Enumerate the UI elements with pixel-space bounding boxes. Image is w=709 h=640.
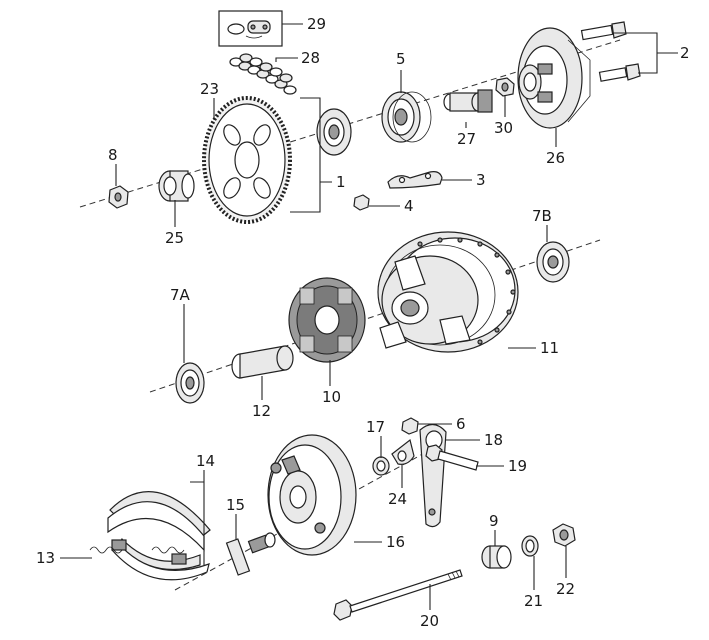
part-7A-bearing <box>175 362 205 404</box>
part-8-nut <box>108 185 129 209</box>
label-8: 8 <box>108 146 118 164</box>
label-5: 5 <box>396 50 406 68</box>
part-5-bearing <box>381 91 432 143</box>
part-4-nut <box>353 194 370 211</box>
label-18: 18 <box>484 431 503 449</box>
part-2-studs <box>580 21 641 82</box>
label-24: 24 <box>388 490 407 508</box>
label-10: 10 <box>322 388 341 406</box>
label-21: 21 <box>524 592 543 610</box>
part-11-wheel-hub <box>377 231 519 353</box>
part-25-spacer-collar <box>158 170 195 202</box>
label-28: 28 <box>301 49 320 67</box>
part-3-lock-plate <box>387 171 443 189</box>
part-19-bolt <box>425 444 479 471</box>
label-7A: 7A <box>170 286 191 304</box>
part-20-axle <box>333 569 463 621</box>
label-4: 4 <box>404 197 414 215</box>
label-23: 23 <box>200 80 219 98</box>
part-6-nut <box>401 417 419 435</box>
part-13-springs <box>89 546 185 554</box>
part-7B-bearing <box>536 241 570 283</box>
part-1-sprocket-bearing <box>316 108 352 156</box>
label-12: 12 <box>252 402 271 420</box>
label-16: 16 <box>386 533 405 551</box>
label-14: 14 <box>196 452 215 470</box>
part-23-sprocket <box>202 96 292 224</box>
label-15: 15 <box>226 496 245 514</box>
label-25: 25 <box>165 229 184 247</box>
label-29: 29 <box>307 15 326 33</box>
part-21-washer <box>521 535 539 557</box>
label-27: 27 <box>457 130 476 148</box>
part-28-chain <box>229 53 297 95</box>
label-3: 3 <box>476 171 486 189</box>
part-26-hub-flange <box>517 27 591 129</box>
part-15-brake-cam <box>225 532 276 576</box>
part-17-washer <box>372 456 390 476</box>
label-2: 2 <box>680 44 690 62</box>
label-19: 19 <box>508 457 527 475</box>
label-26: 26 <box>546 149 565 167</box>
part-10-rubber-damper <box>288 277 366 363</box>
label-11: 11 <box>540 339 559 357</box>
label-30: 30 <box>494 119 513 137</box>
label-1: 1 <box>336 173 346 191</box>
label-22: 22 <box>556 580 575 598</box>
part-24-wear-indicator <box>391 438 415 465</box>
part-27-spacer-sleeve <box>443 89 493 113</box>
part-12-spacer-tube <box>231 345 294 379</box>
leader-lines <box>60 23 678 610</box>
label-20: 20 <box>420 612 439 630</box>
part-29-master-link-kit <box>218 10 283 47</box>
part-labels: 29 28 23 5 27 30 26 2 3 4 1 25 8 7B 11 1… <box>36 15 690 630</box>
part-18-brake-arm <box>419 423 447 528</box>
label-6: 6 <box>456 415 466 433</box>
label-9: 9 <box>489 512 499 530</box>
part-9-spacer <box>481 545 512 569</box>
part-16-brake-panel <box>267 434 357 556</box>
label-13: 13 <box>36 549 55 567</box>
part-22-castle-nut <box>552 523 576 547</box>
label-17: 17 <box>366 418 385 436</box>
part-30-nut <box>495 77 515 97</box>
part-14-brake-shoes <box>107 490 211 581</box>
label-7B: 7B <box>532 207 552 225</box>
